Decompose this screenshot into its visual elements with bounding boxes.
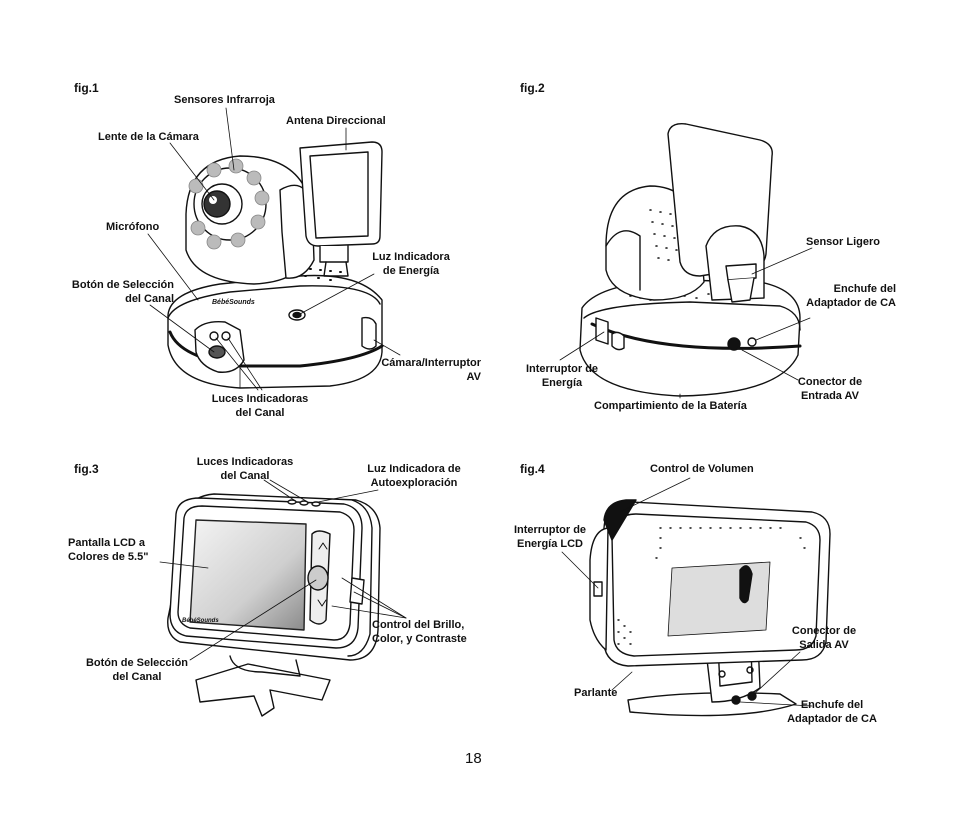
brand-logo-monitor: BébéSounds	[182, 618, 219, 624]
camera-front-illustration	[167, 141, 384, 389]
fig4-leader-lines	[561, 477, 813, 707]
label-infrared-sensors: Sensores Infrarroja	[174, 94, 275, 106]
brand-logo-camera: BébéSounds	[212, 299, 255, 306]
label-directional-antenna: Antena Direccional	[286, 115, 386, 127]
fig2-title: fig.2	[520, 81, 545, 95]
label-camera-lens: Lente de la Cámara	[98, 131, 199, 143]
fig1-leader-lines	[147, 107, 401, 391]
label-battery-compartment: Compartimiento de la Batería	[594, 400, 747, 412]
label-brightness-controls: Control del Brillo,Color, y Contraste	[372, 619, 467, 645]
label-microphone: Micrófono	[106, 221, 160, 233]
label-light-sensor: Sensor Ligero	[806, 236, 880, 248]
monitor-front-illustration	[167, 493, 381, 717]
fig3-leader-lines	[159, 479, 407, 661]
label-speaker: Parlante	[574, 687, 618, 699]
fig1-title: fig.1	[74, 81, 99, 95]
fig2-leader-lines	[559, 247, 813, 399]
fig4-title: fig.4	[520, 462, 545, 476]
fig3-title: fig.3	[74, 462, 99, 476]
page-number: 18	[465, 750, 482, 767]
label-volume-control: Control de Volumen	[650, 463, 754, 475]
monitor-back-illustration	[589, 499, 831, 717]
camera-back-illustration	[579, 123, 802, 397]
